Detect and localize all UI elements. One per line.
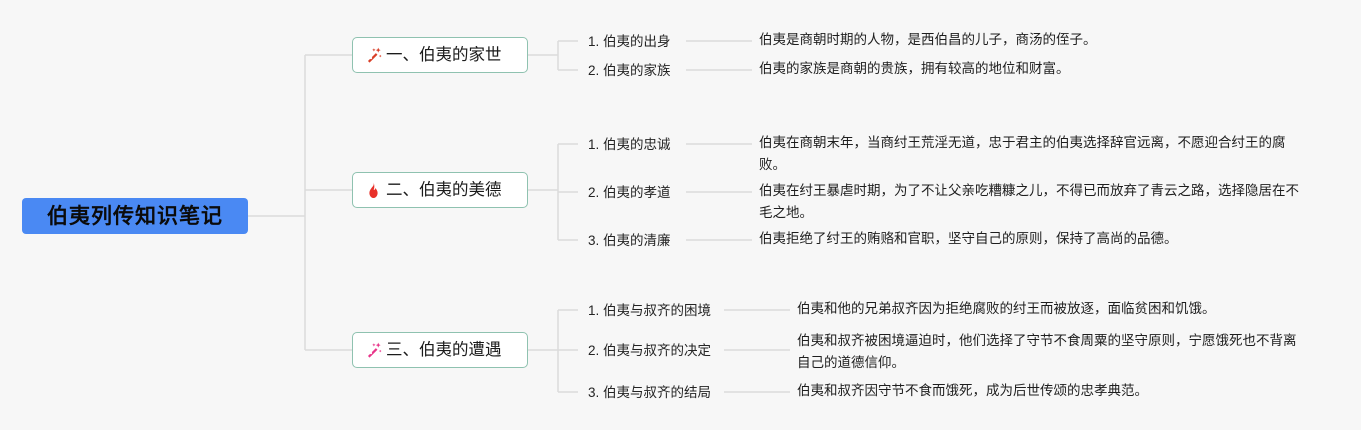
detail-text-3-1: 伯夷和他的兄弟叔齐因为拒绝腐败的纣王而被放逐，面临贫困和饥饿。: [797, 301, 1216, 316]
branch-node-2-label: 二、伯夷的美德: [386, 180, 502, 199]
sub-item-2-1[interactable]: 1. 伯夷的忠诚: [588, 137, 671, 152]
sub-item-1-2[interactable]: 2. 伯夷的家族: [588, 63, 671, 78]
flame-icon: [364, 181, 383, 200]
branch-node-3-label: 三、伯夷的遭遇: [386, 340, 502, 359]
sub-item-3-3[interactable]: 3. 伯夷与叔齐的结局: [588, 385, 712, 400]
detail-text-2-3: 伯夷拒绝了纣王的贿赂和官职，坚守自己的原则，保持了高尚的品德。: [759, 231, 1178, 246]
sub-item-3-1[interactable]: 1. 伯夷与叔齐的困境: [588, 303, 712, 318]
detail-text-1-2: 伯夷的家族是商朝的贵族，拥有较高的地位和财富。: [759, 61, 1070, 76]
root-node-label: 伯夷列传知识笔记: [47, 204, 223, 228]
sub-item-2-3[interactable]: 3. 伯夷的清廉: [588, 233, 671, 248]
branch-node-2[interactable]: 二、伯夷的美德: [352, 172, 528, 208]
detail-text-2-2: 伯夷在纣王暴虐时期，为了不让父亲吃糟糠之儿，不得已而放弃了青云之路，选择隐居在不…: [759, 183, 1299, 220]
root-node[interactable]: 伯夷列传知识笔记: [22, 198, 248, 234]
detail-text-3-3: 伯夷和叔齐因守节不食而饿死，成为后世传颂的忠孝典范。: [797, 383, 1148, 398]
detail-text-3-2: 伯夷和叔齐被困境逼迫时，他们选择了守节不食周粟的坚守原则，宁愿饿死也不背离自己的…: [797, 333, 1297, 370]
magic-wand-red-icon: [364, 46, 383, 65]
detail-text-2-1: 伯夷在商朝末年，当商纣王荒淫无道，忠于君主的伯夷选择辞官远离，不愿迎合纣王的腐败…: [759, 135, 1286, 172]
sub-item-3-2[interactable]: 2. 伯夷与叔齐的决定: [588, 343, 712, 358]
branch-node-3[interactable]: 三、伯夷的遭遇: [352, 332, 528, 368]
branch-node-1[interactable]: 一、伯夷的家世: [352, 37, 528, 73]
sub-item-1-1[interactable]: 1. 伯夷的出身: [588, 34, 671, 49]
sub-item-2-2[interactable]: 2. 伯夷的孝道: [588, 185, 671, 200]
magic-wand-pink-icon: [364, 341, 383, 360]
detail-text-1-1: 伯夷是商朝时期的人物，是西伯昌的儿子，商汤的侄子。: [759, 32, 1097, 47]
branch-node-1-label: 一、伯夷的家世: [386, 45, 502, 64]
